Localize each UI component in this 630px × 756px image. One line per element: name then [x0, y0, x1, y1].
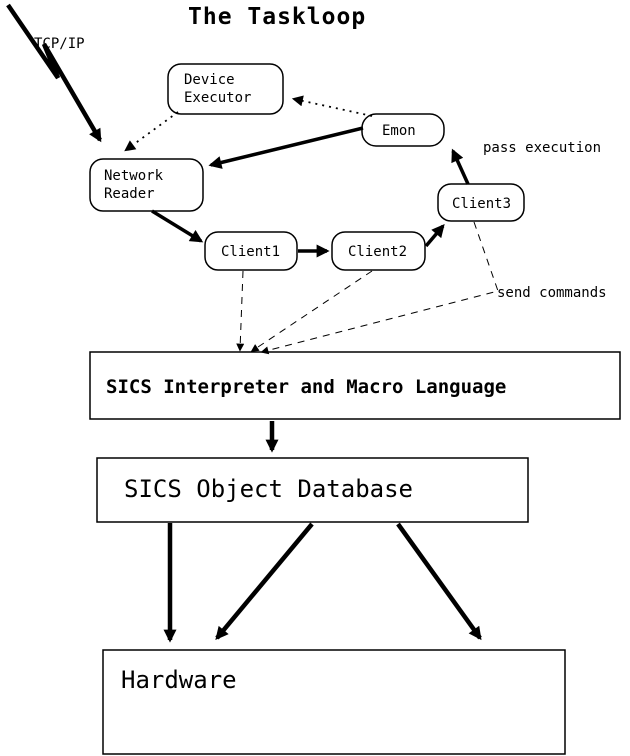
database-to-hardware-arrow-middle: [215, 522, 314, 640]
network-reader-node: [89, 158, 204, 212]
device-executor-to-network-reader-dotted-arrow: [124, 111, 179, 152]
client3-to-emon-arrow: [451, 148, 470, 185]
network-reader-label-line2: Reader: [104, 186, 155, 202]
client2-to-client3-arrow: [424, 224, 445, 248]
database-to-hardware-arrow-right: [396, 522, 482, 641]
device-executor-node: [167, 63, 284, 115]
sics-object-database-box: [96, 457, 529, 523]
sics-interpreter-label: SICS Interpreter and Macro Language: [106, 376, 506, 398]
tcpip-arrow: [6, 3, 102, 143]
client3-to-interpreter-dashed-arrow: [260, 221, 499, 355]
sics-object-database-label: SICS Object Database: [124, 475, 413, 503]
network-reader-to-client1-arrow: [151, 209, 204, 243]
device-executor-label-line1: Device: [184, 72, 235, 88]
client2-node: [331, 231, 426, 271]
hardware-label: Hardware: [121, 666, 237, 694]
client2-to-interpreter-dashed-arrow: [250, 270, 373, 352]
diagram-title: The Taskloop: [188, 4, 366, 30]
emon-to-device-executor-dotted-arrow: [291, 95, 373, 117]
client1-label: Client1: [221, 244, 280, 260]
client2-label: Client2: [348, 244, 407, 260]
emon-to-network-reader-arrow: [208, 126, 364, 169]
device-executor-label-line2: Executor: [184, 90, 251, 106]
sics-interpreter-box: [89, 351, 621, 420]
send-commands-label: send commands: [497, 285, 607, 301]
pass-execution-label: pass execution: [483, 140, 601, 156]
emon-label: Emon: [382, 123, 416, 139]
client1-node: [204, 231, 298, 271]
client3-label: Client3: [452, 196, 511, 212]
client3-node: [437, 183, 525, 222]
client1-to-interpreter-dashed-arrow: [236, 270, 245, 352]
tcpip-label: TCP/IP: [34, 36, 85, 52]
hardware-box: [102, 649, 566, 755]
network-reader-label-line1: Network: [104, 168, 164, 184]
